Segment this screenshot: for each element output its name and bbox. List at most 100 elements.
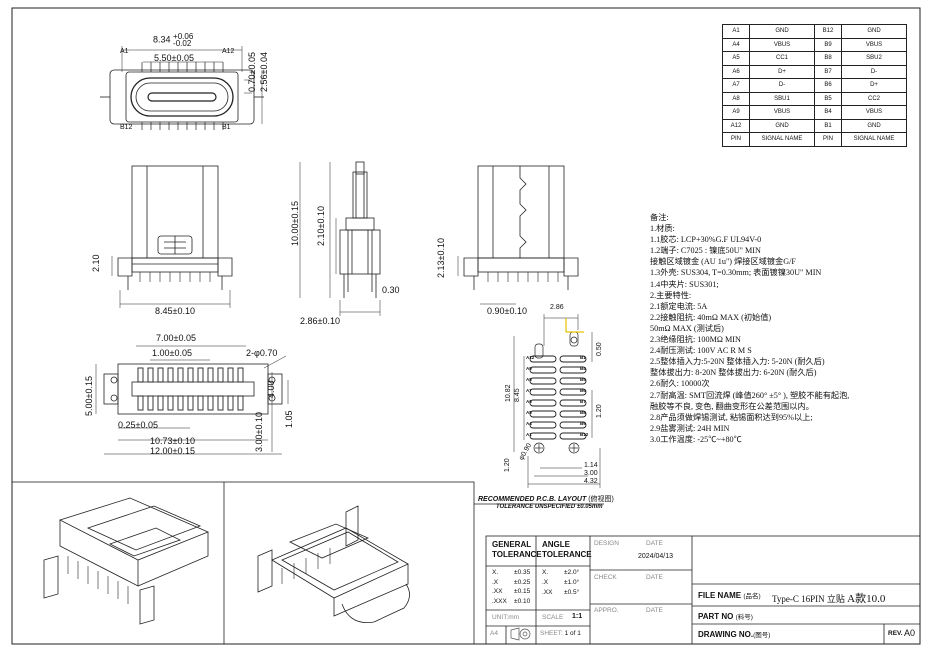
- angle-value: ±0.5°: [564, 589, 580, 596]
- signal-name-cell: VBUS: [749, 37, 815, 52]
- sheet-field: SHEET: 1 of 1: [540, 630, 581, 637]
- pcb-pin-label: A7: [526, 388, 532, 393]
- top-inner-dim: 5.50±0.05: [154, 53, 194, 63]
- signal-name-cell: VBUS: [749, 105, 815, 120]
- signal-name-cell: D-: [841, 64, 907, 79]
- note-line: 融胶等不良, 变色, 翻曲变形在公差范围以内。: [650, 401, 814, 411]
- tolerance-value: ±0.25: [514, 578, 531, 586]
- pcb-tolerance-note: TOLERANCE UNSPECIFIED ±0.05mm: [496, 504, 603, 510]
- back-view: [457, 165, 579, 305]
- signal-name-cell: SIGNAL NAME: [841, 132, 907, 147]
- unit-field: UNIT:mm: [492, 614, 520, 621]
- pin-id-cell: B7: [814, 64, 842, 79]
- pcb-pin-label: B8: [580, 410, 586, 415]
- file-name-label: FILE NAME (品名): [698, 591, 761, 600]
- signal-name-cell: CC1: [749, 51, 815, 66]
- pin-id-cell: A8: [722, 91, 750, 106]
- back-foot-dim: 0.90±0.10: [487, 306, 527, 316]
- pin-id-cell: A5: [722, 51, 750, 66]
- label-b1: B1: [222, 124, 231, 131]
- part-no-label: PART NO (料号): [698, 612, 753, 621]
- note-line: 1.材质:: [650, 224, 675, 234]
- pcb-pin-label: B12: [580, 432, 589, 437]
- tolerance-precision: .X: [492, 578, 499, 586]
- bottom-100-dim: 1.00±0.05: [152, 348, 192, 358]
- pin-id-cell: A4: [722, 37, 750, 52]
- check-date-label: DATE: [646, 574, 663, 581]
- isometric-views: [11, 481, 475, 645]
- bottom-1073-dim: 10.73±0.10: [150, 436, 195, 446]
- note-line: 50mΩ MAX (测试后): [650, 323, 724, 333]
- note-line: 1.1胶芯: LCP+30%G.F UL94V-0: [650, 235, 762, 245]
- pcb-pin-label: A9: [526, 366, 532, 371]
- note-line: 1.3外壳: SUS304, T=0.30mm; 表面镀镍30U" MIN: [650, 268, 822, 278]
- bottom-400-dim: 4.00: [266, 380, 276, 398]
- label-b12: B12: [120, 124, 133, 131]
- pin-id-cell: A1: [722, 24, 750, 39]
- tolerance-precision: .XXX: [492, 597, 507, 605]
- note-line: 2.1额定电流: 5A: [650, 301, 708, 311]
- front-view: [111, 165, 233, 308]
- pcb-120b-dim: 1.20: [504, 458, 511, 472]
- design-date: 2024/04/13: [638, 553, 674, 560]
- top-height-b-dim: 2.56±0.04: [259, 52, 269, 92]
- note-line: 2.6耐久: 10000次: [650, 379, 710, 389]
- pcb-pin-label: A12: [526, 355, 535, 360]
- tolerance-precision: .XX: [492, 588, 503, 595]
- pin-id-cell: B9: [814, 37, 842, 52]
- side-mid-dim: 2.10±0.10: [316, 206, 326, 246]
- front-height-dim: 2.10: [91, 254, 101, 272]
- pcb-pin-label: A5: [526, 410, 532, 415]
- note-line: 2.3绝缘阻抗: 100MΩ MIN: [650, 335, 741, 345]
- angle-value: ±1.0°: [564, 579, 580, 586]
- pcb-120a-dim: 1.20: [596, 404, 603, 418]
- signal-name-cell: VBUS: [841, 105, 907, 120]
- bottom-1200-dim: 12.00±0.15: [150, 446, 195, 456]
- paper-size: A4: [490, 630, 498, 637]
- signal-name-cell: VBUS: [841, 37, 907, 52]
- check-label: CHECK: [594, 574, 617, 581]
- top-height-a-dim: 0.70±0.05: [247, 52, 257, 92]
- pcb-pin-label: B4: [580, 366, 586, 371]
- signal-name-cell: SIGNAL NAME: [749, 132, 815, 147]
- note-line: 接触区域镀金 (AU 1u") 焊接区域镀金G/F: [650, 257, 796, 267]
- rev-value: A0: [904, 628, 916, 638]
- signal-name-cell: GND: [749, 118, 815, 133]
- pcb-pin-label: A1: [526, 432, 532, 437]
- pin-id-cell: A7: [722, 78, 750, 93]
- title-block-grid: [485, 535, 921, 645]
- pcb-114-dim: 1.14: [584, 462, 598, 469]
- tolerance-value: ±0.15: [514, 588, 531, 595]
- pcb-pin-label: A6: [526, 399, 532, 404]
- pcb-pin-label: B7: [580, 399, 586, 404]
- note-line: 2.2接触阻抗: 40mΩ MAX (初始值): [650, 312, 772, 322]
- pcb-845-dim: 8.45: [514, 388, 521, 402]
- pcb-300-dim: 3.00: [584, 470, 598, 477]
- front-width-dim: 8.45±0.10: [155, 306, 195, 316]
- pin-id-cell: A6: [722, 64, 750, 79]
- pin-id-cell: B12: [814, 24, 842, 39]
- pcb-432-dim: 4.32: [584, 478, 598, 485]
- signal-name-cell: CC2: [841, 91, 907, 106]
- bottom-105-dim: 1.05: [284, 410, 294, 428]
- label-a1: A1: [120, 48, 129, 55]
- pin-id-cell: B6: [814, 78, 842, 93]
- top-view: [100, 46, 264, 130]
- pcb-pin-label: A4: [526, 421, 532, 426]
- note-line: 备注:: [650, 213, 669, 222]
- pcb-pin-label: B9: [580, 421, 586, 426]
- signal-name-cell: D-: [749, 78, 815, 93]
- signal-name-cell: SBU2: [841, 51, 907, 66]
- angle-value: ±2.0°: [564, 569, 580, 576]
- design-label: DESIGN: [594, 540, 619, 547]
- pin-id-cell: B8: [814, 51, 842, 66]
- signal-name-cell: D+: [841, 78, 907, 93]
- note-line: 3.0工作温度: -25℃~+80℃: [650, 434, 742, 444]
